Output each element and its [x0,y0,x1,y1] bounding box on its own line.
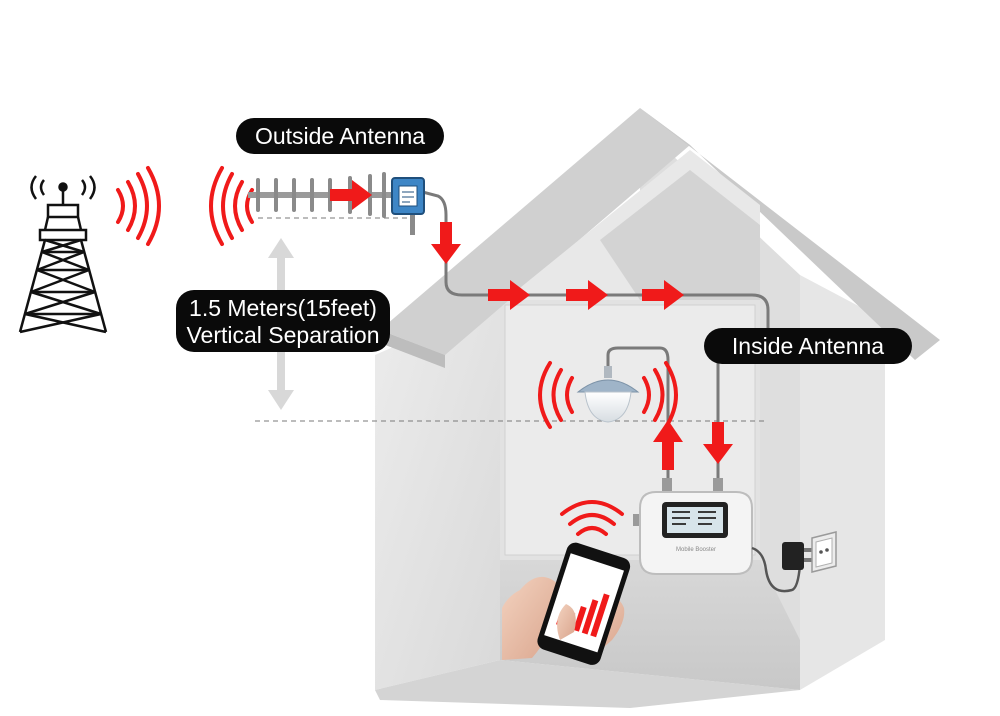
repeater-device-icon: Mobile Booster [633,478,753,575]
arrow-down-cable [431,222,461,264]
signal-wave-tower [116,166,161,246]
outside-antenna-label: Outside Antenna [236,118,444,154]
inside-antenna-label: Inside Antenna [704,328,912,364]
house-roof-front-edge [380,330,445,368]
outside-antenna-text: Outside Antenna [255,123,425,149]
house [375,108,940,708]
signal-wave-inside-right [642,361,678,429]
phone-signal-bar-3 [573,606,587,632]
separation-text-line1: 1.5 Meters(15feet) [189,295,377,321]
separation-label: 1.5 Meters(15feet) Vertical Separation [176,290,390,352]
inside-antenna-cable [606,346,670,490]
wall-socket-icon [811,531,837,573]
arrow-up-to-inside-antenna [653,420,683,470]
antenna-cable [414,188,770,490]
yagi-antenna-icon [248,172,425,235]
house-left-wall [375,300,500,690]
signal-wave-antenna [209,166,254,246]
house-right-wall [800,275,885,690]
phone-signal-bar-4 [581,599,599,635]
smartphone-icon [537,542,631,665]
repeater-brand-label: Mobile Booster [676,547,716,553]
cell-tower-icon [18,175,108,334]
signal-wave-phone [560,500,624,536]
inside-antenna-text: Inside Antenna [732,333,884,359]
ceiling-antenna-icon [576,366,640,423]
house-front-base [375,660,800,708]
house-roof-right [640,108,940,360]
power-adapter-icon [782,542,812,570]
signal-wave-inside-left [538,361,574,429]
phone-signal-bar-5 [590,593,610,638]
separation-text-line2: Vertical Separation [186,322,379,348]
power-cable [751,546,802,593]
